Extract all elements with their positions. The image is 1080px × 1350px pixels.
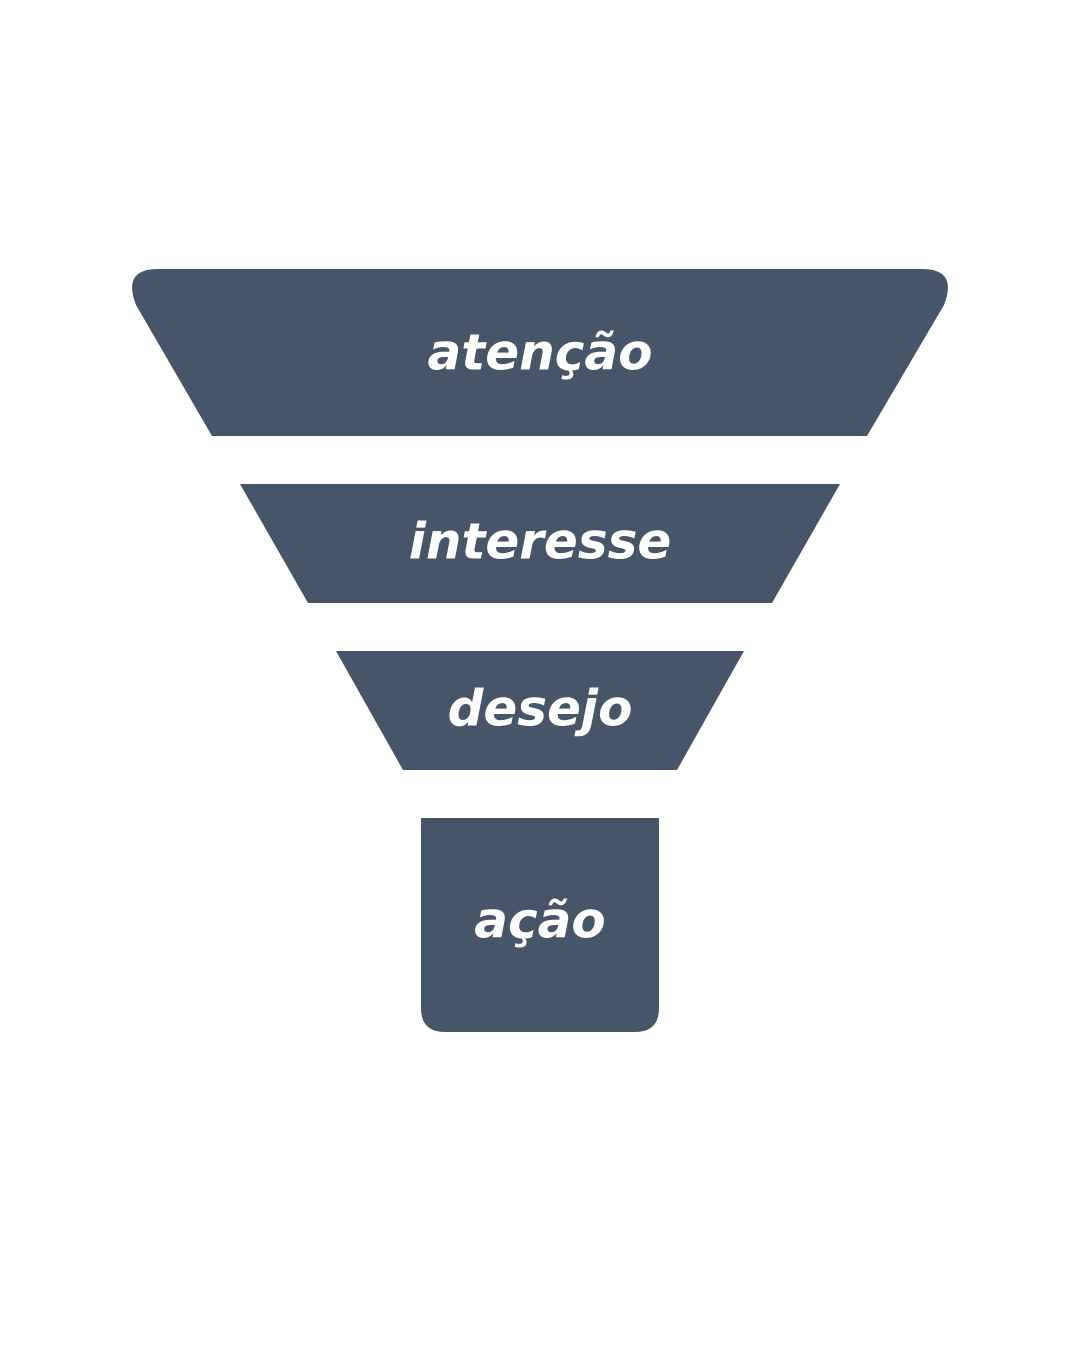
funnel-stage-2-label: interesse <box>409 513 672 571</box>
funnel-stage-4-label: ação <box>474 892 605 950</box>
funnel-stage-4-shape <box>421 818 659 1032</box>
funnel-stage-1-label: atenção <box>428 324 653 382</box>
funnel-stage-3-label: desejo <box>448 680 633 738</box>
funnel-stage-2-shape <box>240 484 840 603</box>
funnel-stage-1-shape <box>132 269 948 436</box>
funnel-stage-3-shape <box>336 651 744 770</box>
